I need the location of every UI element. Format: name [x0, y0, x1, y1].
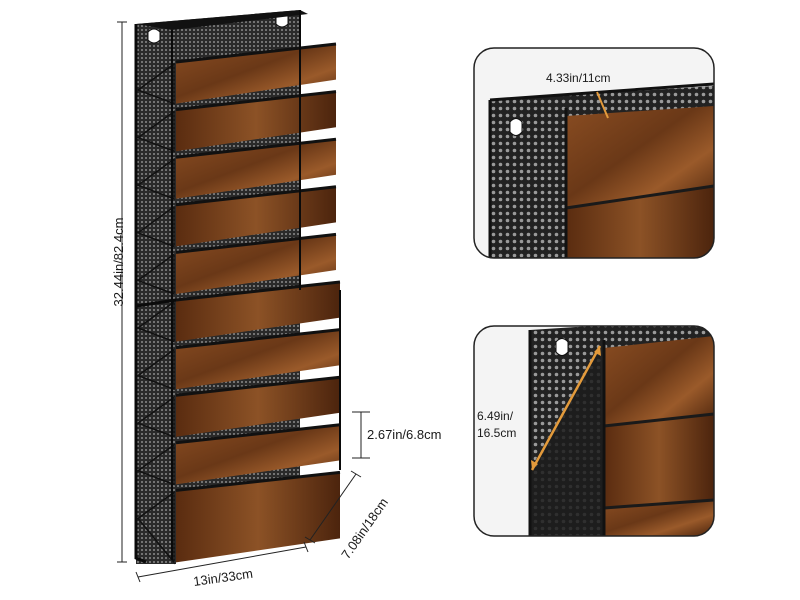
pocket-side-mesh [136, 443, 175, 486]
depth-label: 7.08in/18cm [338, 495, 391, 562]
pocket-rim [175, 42, 337, 64]
segment-joint [135, 298, 177, 308]
wood-panel-detail [604, 336, 714, 426]
top-rim [136, 10, 308, 30]
frame-edge [134, 24, 147, 564]
pocket-rim [175, 185, 337, 207]
inset-top-label: 4.33in/11cm [546, 71, 610, 85]
pocket-rim [175, 375, 341, 397]
wood-panel-detail [604, 414, 714, 508]
pocket-side-mesh [136, 205, 175, 248]
pocket-side-mesh [136, 300, 175, 343]
pocket-side-mesh [136, 157, 175, 200]
pocket-stack [136, 42, 341, 565]
pocket-side-mesh [136, 62, 175, 105]
frame-edge [299, 10, 341, 470]
inset-frame [473, 325, 715, 537]
pocket-side-mesh [136, 348, 175, 391]
pocket-spacing-dimension [352, 411, 370, 459]
wall-file-organizer [134, 10, 341, 565]
height-label: 32.44in/82.4cm [111, 217, 126, 307]
side-mesh-detail [490, 100, 566, 258]
hanging-slot-icon [555, 338, 569, 356]
inset-measure-arrow [530, 345, 602, 471]
pocket-rim [175, 137, 337, 159]
pocket-spacing-label: 2.67in/6.8cm [367, 427, 442, 442]
pocket-side-mesh [136, 395, 175, 438]
pocket-rim [175, 90, 337, 112]
inset-bottom-label-line1: 6.49in/ [477, 409, 514, 423]
pocket-side-mesh [136, 110, 175, 153]
height-dimension [117, 21, 127, 563]
pocket-side-mesh [136, 252, 175, 296]
depth-dimension [304, 470, 362, 544]
inset-frame [473, 47, 715, 259]
wood-panel-detail [566, 106, 714, 210]
pocket-rim [175, 280, 341, 302]
hanging-slot-icon [147, 28, 161, 44]
pocket-rim [175, 328, 341, 350]
inset-measure-arrow [596, 91, 609, 119]
pocket-rim [175, 470, 341, 492]
pocket-rim [175, 423, 341, 445]
inset-bottom-detail: 6.49in/ 16.5cm [473, 325, 715, 537]
hanging-slot-icon [509, 118, 523, 136]
inset-top-detail: 4.33in/11cm [473, 47, 715, 259]
inset-bottom-label-line2: 16.5cm [477, 426, 516, 440]
pocket-rim [175, 232, 337, 254]
pocket-wood-panel [176, 472, 340, 563]
width-dimension [135, 541, 309, 583]
width-label: 13in/33cm [192, 566, 253, 589]
pocket-side-mesh [136, 490, 175, 565]
